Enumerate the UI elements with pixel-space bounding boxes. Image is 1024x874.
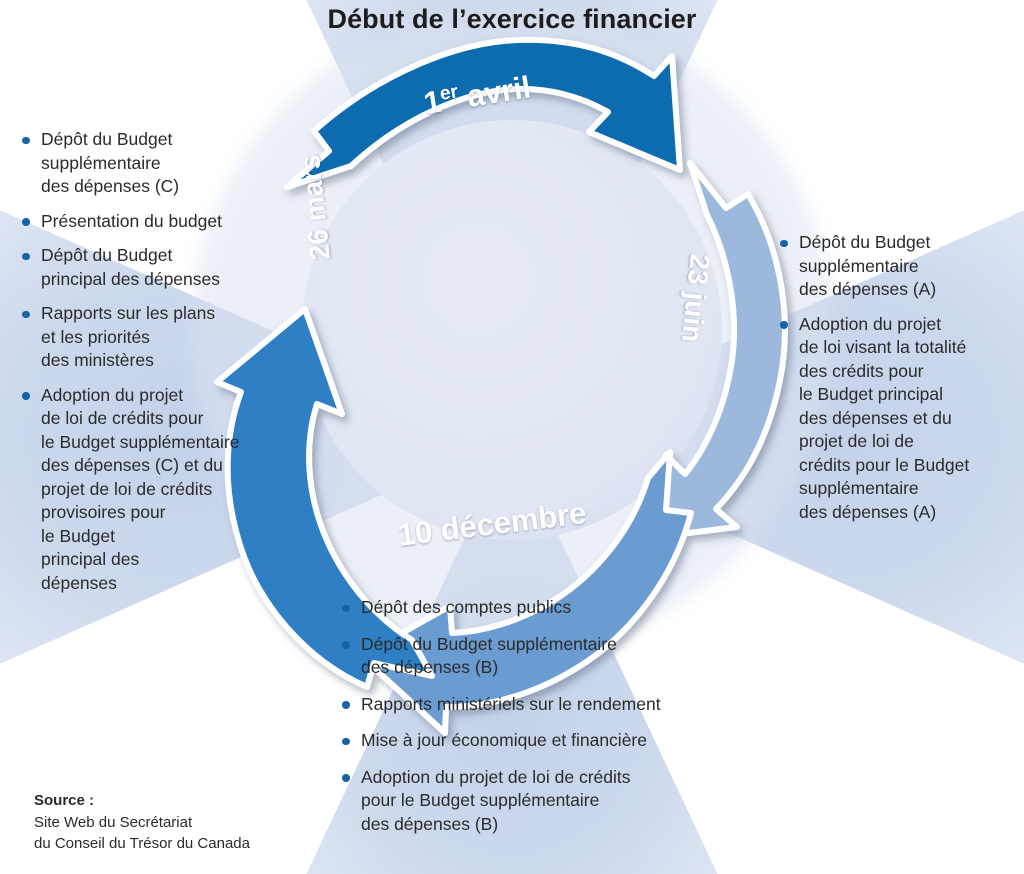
list-item: Mise à jour économique et financière: [340, 729, 760, 753]
list-item: Dépôt du Budget principal des dépenses: [20, 244, 272, 291]
source-line-1: Site Web du Secrétariat: [34, 813, 193, 831]
source-note: Source : Site Web du Secrétariat du Cons…: [34, 790, 250, 855]
arrow-june: [621, 160, 788, 544]
source-label: Source :: [34, 792, 95, 809]
bullet-list-december: Dépôt des comptes publics Dépôt du Budge…: [340, 596, 760, 849]
arrow-march: [214, 306, 435, 690]
bullet-list-june: Dépôt du Budget supplémentaire des dépen…: [778, 231, 1020, 535]
arrow-december: [358, 449, 694, 736]
source-line-2: du Conseil du Trésor du Canada: [34, 835, 250, 852]
list-item: Adoption du projet de loi de crédits pou…: [20, 384, 272, 596]
list-item: Dépôt du Budget supplémentaire des dépen…: [778, 231, 1020, 302]
list-item: Dépôt du Budget supplémentaire des dépen…: [20, 128, 272, 199]
list-item: Rapports ministériels sur le rendement: [340, 693, 760, 717]
arrow-april: [284, 36, 683, 190]
list-item: Présentation du budget: [20, 210, 272, 234]
list-item: Adoption du projet de loi visant la tota…: [778, 313, 1020, 525]
bullet-list-march: Dépôt du Budget supplémentaire des dépen…: [20, 128, 272, 606]
list-item: Adoption du projet de loi de crédits pou…: [340, 766, 760, 837]
list-item: Dépôt du Budget supplémentaire des dépen…: [340, 633, 760, 680]
page-title: Début de l’exercice financier: [327, 4, 697, 34]
list-item: Rapports sur les plans et les priorités …: [20, 302, 272, 373]
list-item: Dépôt des comptes publics: [340, 596, 760, 620]
